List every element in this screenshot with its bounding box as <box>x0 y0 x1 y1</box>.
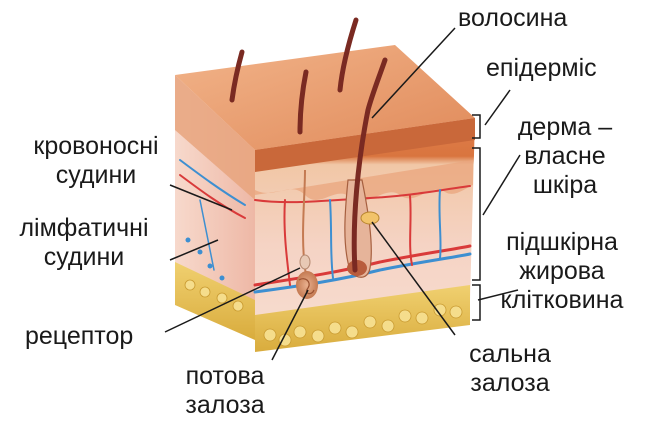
label-epidermis: епідерміс <box>486 54 597 83</box>
label-hair: волосина <box>458 4 567 33</box>
bracket-hypodermis <box>472 285 480 320</box>
label-sweat-gland-line-2: залоза <box>170 391 280 420</box>
sebaceous-gland <box>361 212 379 224</box>
label-sweat-gland-line-1: потова <box>170 362 280 391</box>
label-hypodermis-line-2: жирова <box>487 257 637 286</box>
label-sebaceous-gland-line-1: сальна <box>455 340 565 369</box>
label-blood-vessels-line-2: судини <box>16 161 176 190</box>
label-blood-vessels: кровоносні судини <box>16 132 176 190</box>
label-sebaceous-gland-line-2: залоза <box>455 369 565 398</box>
label-sebaceous-gland: сальна залоза <box>455 340 565 398</box>
label-hypodermis-line-3: клітковина <box>487 286 637 315</box>
label-hypodermis-line-1: підшкірна <box>487 228 637 257</box>
label-dermis-line-1: дерма – <box>510 113 620 142</box>
receptor <box>300 255 310 269</box>
label-sweat-gland: потова залоза <box>170 362 280 420</box>
label-hypodermis: підшкірна жирова клітковина <box>487 228 637 315</box>
label-lymph-vessels-line-1: лімфатичні <box>4 214 164 243</box>
label-lymph-vessels-line-2: судини <box>4 243 164 272</box>
label-receptor: рецептор <box>25 322 133 351</box>
label-dermis-line-2: власне <box>510 142 620 171</box>
label-dermis: дерма – власне шкіра <box>510 113 620 200</box>
label-dermis-line-3: шкіра <box>510 171 620 200</box>
label-blood-vessels-line-1: кровоносні <box>16 132 176 161</box>
label-lymph-vessels: лімфатичні судини <box>4 214 164 272</box>
leader-epidermis <box>485 90 510 125</box>
